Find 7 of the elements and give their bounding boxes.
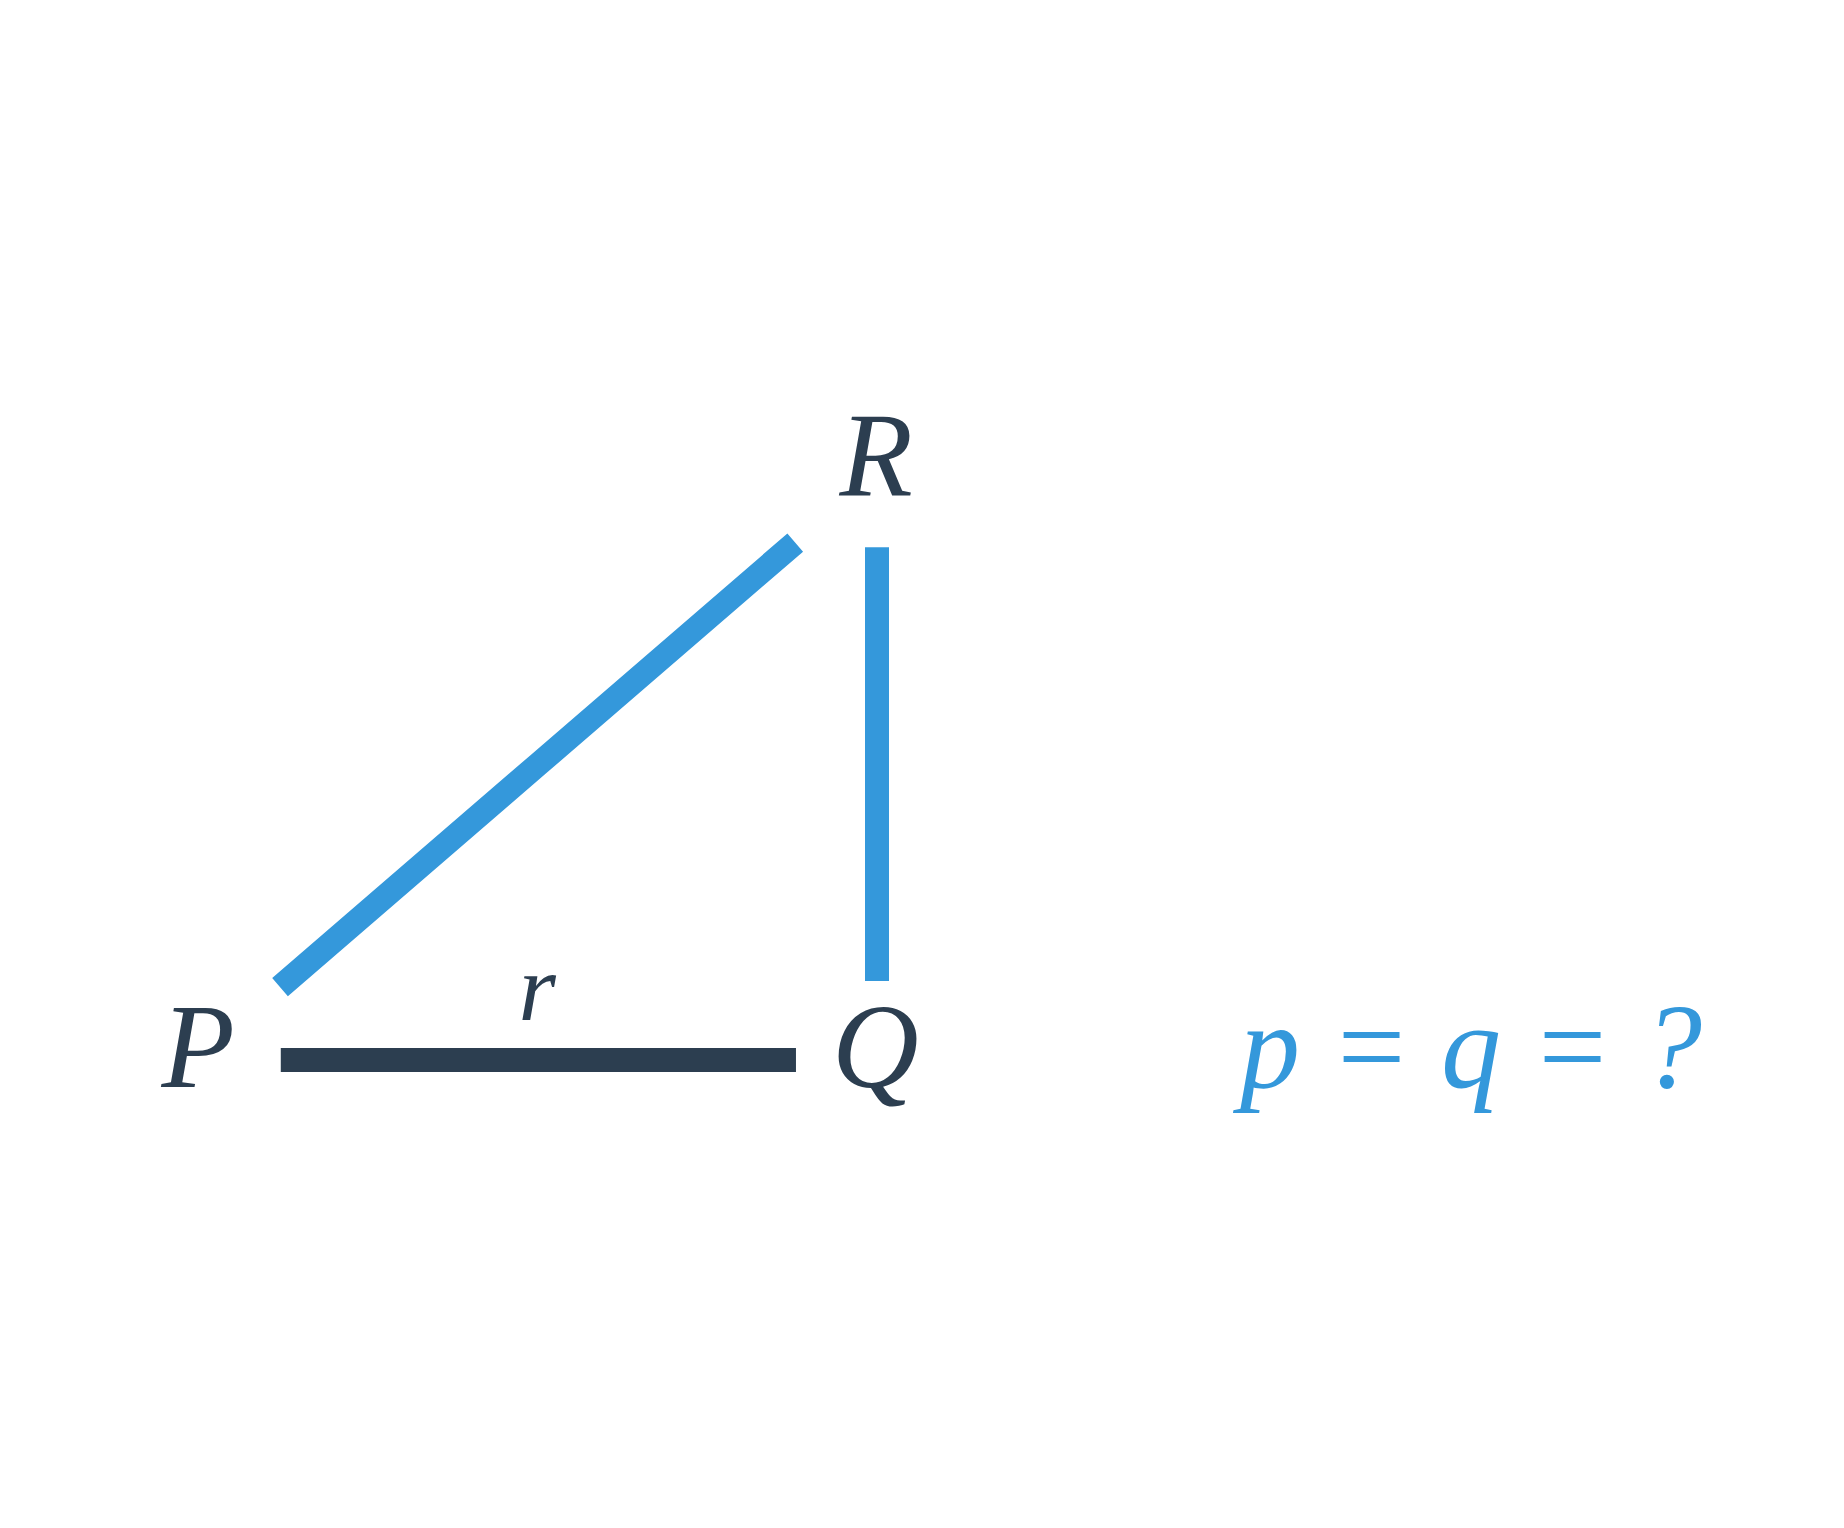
node-text: P bbox=[161, 979, 235, 1113]
node-text: Q bbox=[832, 979, 919, 1113]
edge-label: r bbox=[518, 933, 556, 1041]
connector bbox=[865, 546, 889, 981]
node-text: R bbox=[839, 388, 913, 522]
connector bbox=[280, 1047, 796, 1072]
connector bbox=[272, 532, 804, 996]
